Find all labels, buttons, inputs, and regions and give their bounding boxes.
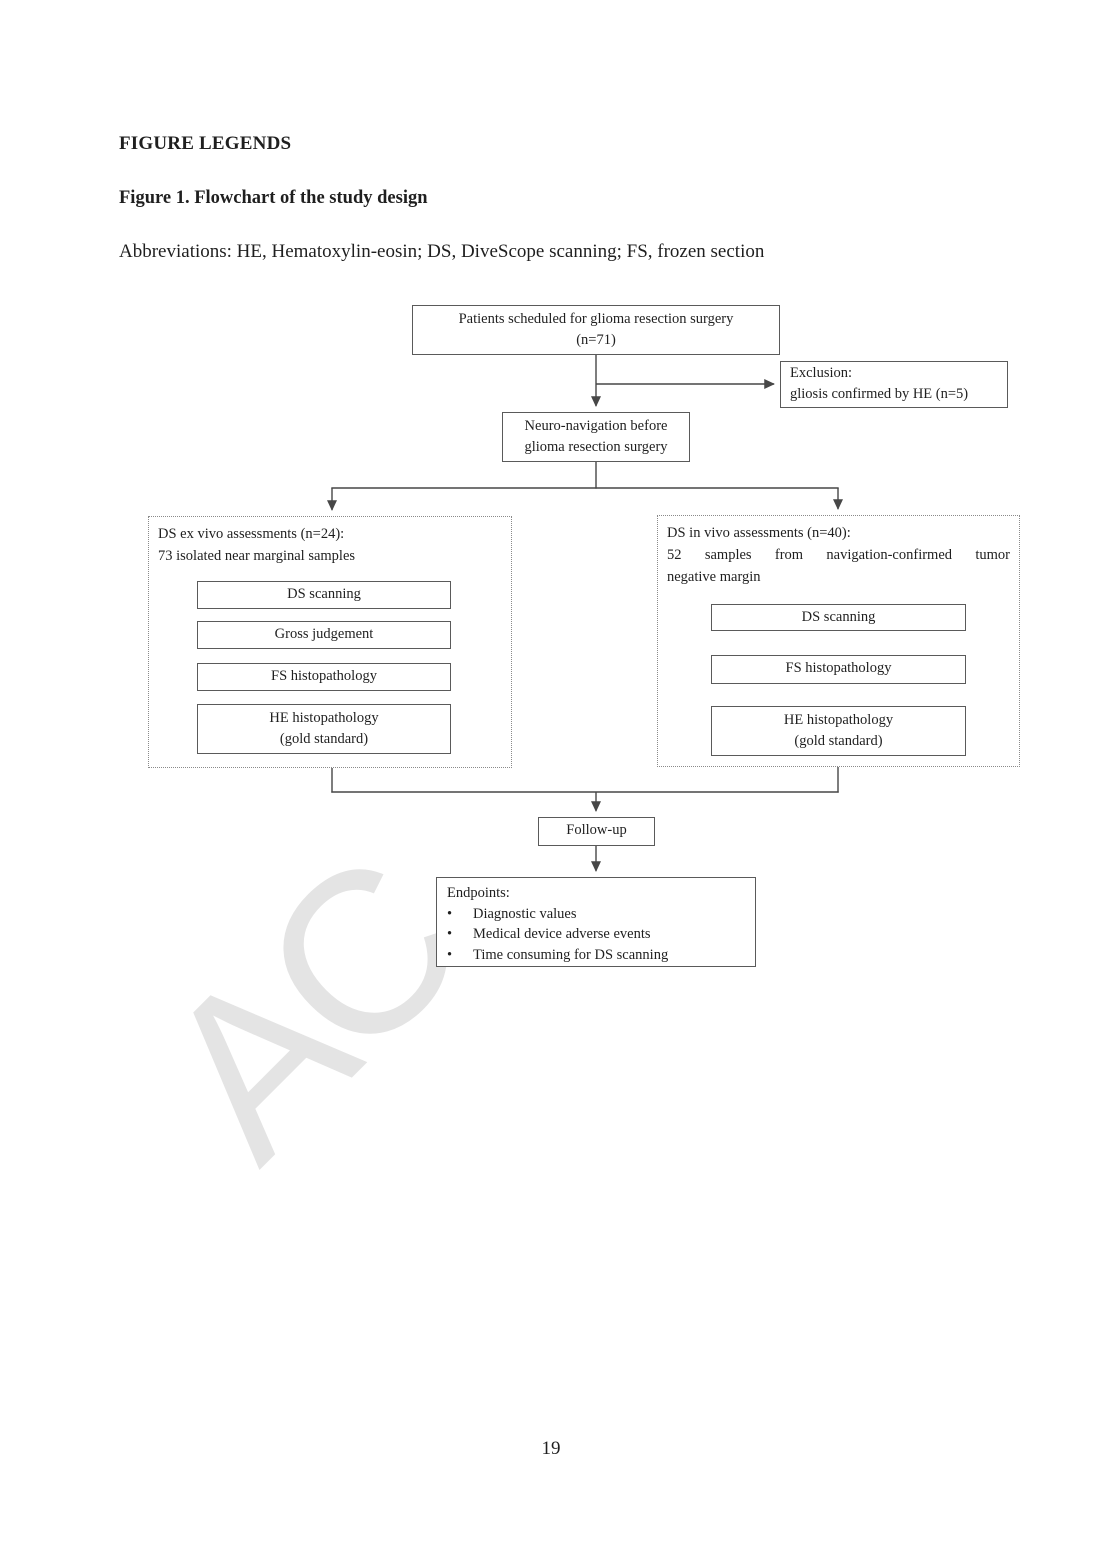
- endpoints-bullet-row: • Diagnostic values: [447, 904, 749, 925]
- flowchart-box-followup: Follow-up: [538, 817, 655, 846]
- in-vivo-he-line-1: HE histopathology: [783, 712, 894, 728]
- abbreviations-line: Abbreviations: HE, Hematoxylin-eosin; DS…: [119, 241, 765, 262]
- flowchart-box-patients: Patients scheduled for glioma resection …: [412, 305, 780, 355]
- endpoints-bullet-1: Diagnostic values: [473, 905, 577, 922]
- ex-vivo-step-he-histopathology: HE histopathology (gold standard): [197, 704, 451, 754]
- in-vivo-step-ds-scanning: DS scanning: [711, 604, 966, 631]
- ex-vivo-header-line-2: 73 isolated near marginal samples: [158, 548, 356, 564]
- endpoints-bullet-row: • Time consuming for DS scanning: [447, 945, 749, 966]
- navigation-line-2: glioma resection surgery: [524, 439, 668, 455]
- ex-vivo-step-gross-judgement: Gross judgement: [197, 621, 451, 649]
- exclusion-line-2: gliosis confirmed by HE (n=5): [790, 386, 969, 402]
- endpoints-bullet-3: Time consuming for DS scanning: [473, 946, 669, 963]
- in-vivo-header-line-1: DS in vivo assessments (n=40):: [667, 525, 851, 541]
- in-vivo-step-fs-histopathology: FS histopathology: [711, 655, 966, 684]
- flowchart-box-navigation: Neuro-navigation before glioma resection…: [502, 412, 690, 462]
- bullet-icon: •: [447, 905, 453, 922]
- flowchart-group-in-vivo: DS in vivo assessments (n=40): 52 sample…: [657, 515, 1020, 767]
- flowchart-box-endpoints: Endpoints: • Diagnostic values • Medical…: [436, 877, 756, 967]
- ex-vivo-header: DS ex vivo assessments (n=24): 73 isolat…: [149, 517, 511, 567]
- in-vivo-step-he-histopathology: HE histopathology (gold standard): [711, 706, 966, 756]
- bullet-icon: •: [447, 926, 453, 942]
- patients-line-1: Patients scheduled for glioma resection …: [458, 311, 734, 327]
- endpoints-title: Endpoints:: [447, 885, 510, 901]
- in-vivo-header-line-3: negative margin: [667, 569, 761, 585]
- ex-vivo-he-line-2: (gold standard): [279, 731, 369, 747]
- ex-vivo-step-fs-histopathology: FS histopathology: [197, 663, 451, 691]
- figure-caption: Figure 1. Flowchart of the study design: [119, 188, 428, 208]
- flowchart-box-exclusion: Exclusion: gliosis confirmed by HE (n=5): [780, 361, 1008, 408]
- in-vivo-he-line-2: (gold standard): [794, 733, 883, 749]
- patients-line-2: (n=71): [576, 332, 616, 348]
- exclusion-line-1: Exclusion:: [790, 365, 853, 381]
- ex-vivo-he-line-1: HE histopathology: [269, 710, 379, 726]
- ex-vivo-step-ds-scanning: DS scanning: [197, 581, 451, 609]
- flowchart-group-ex-vivo: DS ex vivo assessments (n=24): 73 isolat…: [148, 516, 512, 768]
- in-vivo-header-line-2: 52 samples from navigation-confirmed tum…: [667, 547, 1010, 563]
- ex-vivo-header-line-1: DS ex vivo assessments (n=24):: [158, 526, 345, 542]
- in-vivo-header: DS in vivo assessments (n=40): 52 sample…: [658, 516, 1019, 588]
- endpoints-bullet-row: • Medical device adverse events: [447, 924, 749, 945]
- page-number: 19: [541, 1438, 561, 1459]
- endpoints-bullet-2: Medical device adverse events: [473, 926, 651, 942]
- section-heading: FIGURE LEGENDS: [119, 133, 292, 154]
- navigation-line-1: Neuro-navigation before: [524, 418, 668, 434]
- bullet-icon: •: [447, 946, 453, 963]
